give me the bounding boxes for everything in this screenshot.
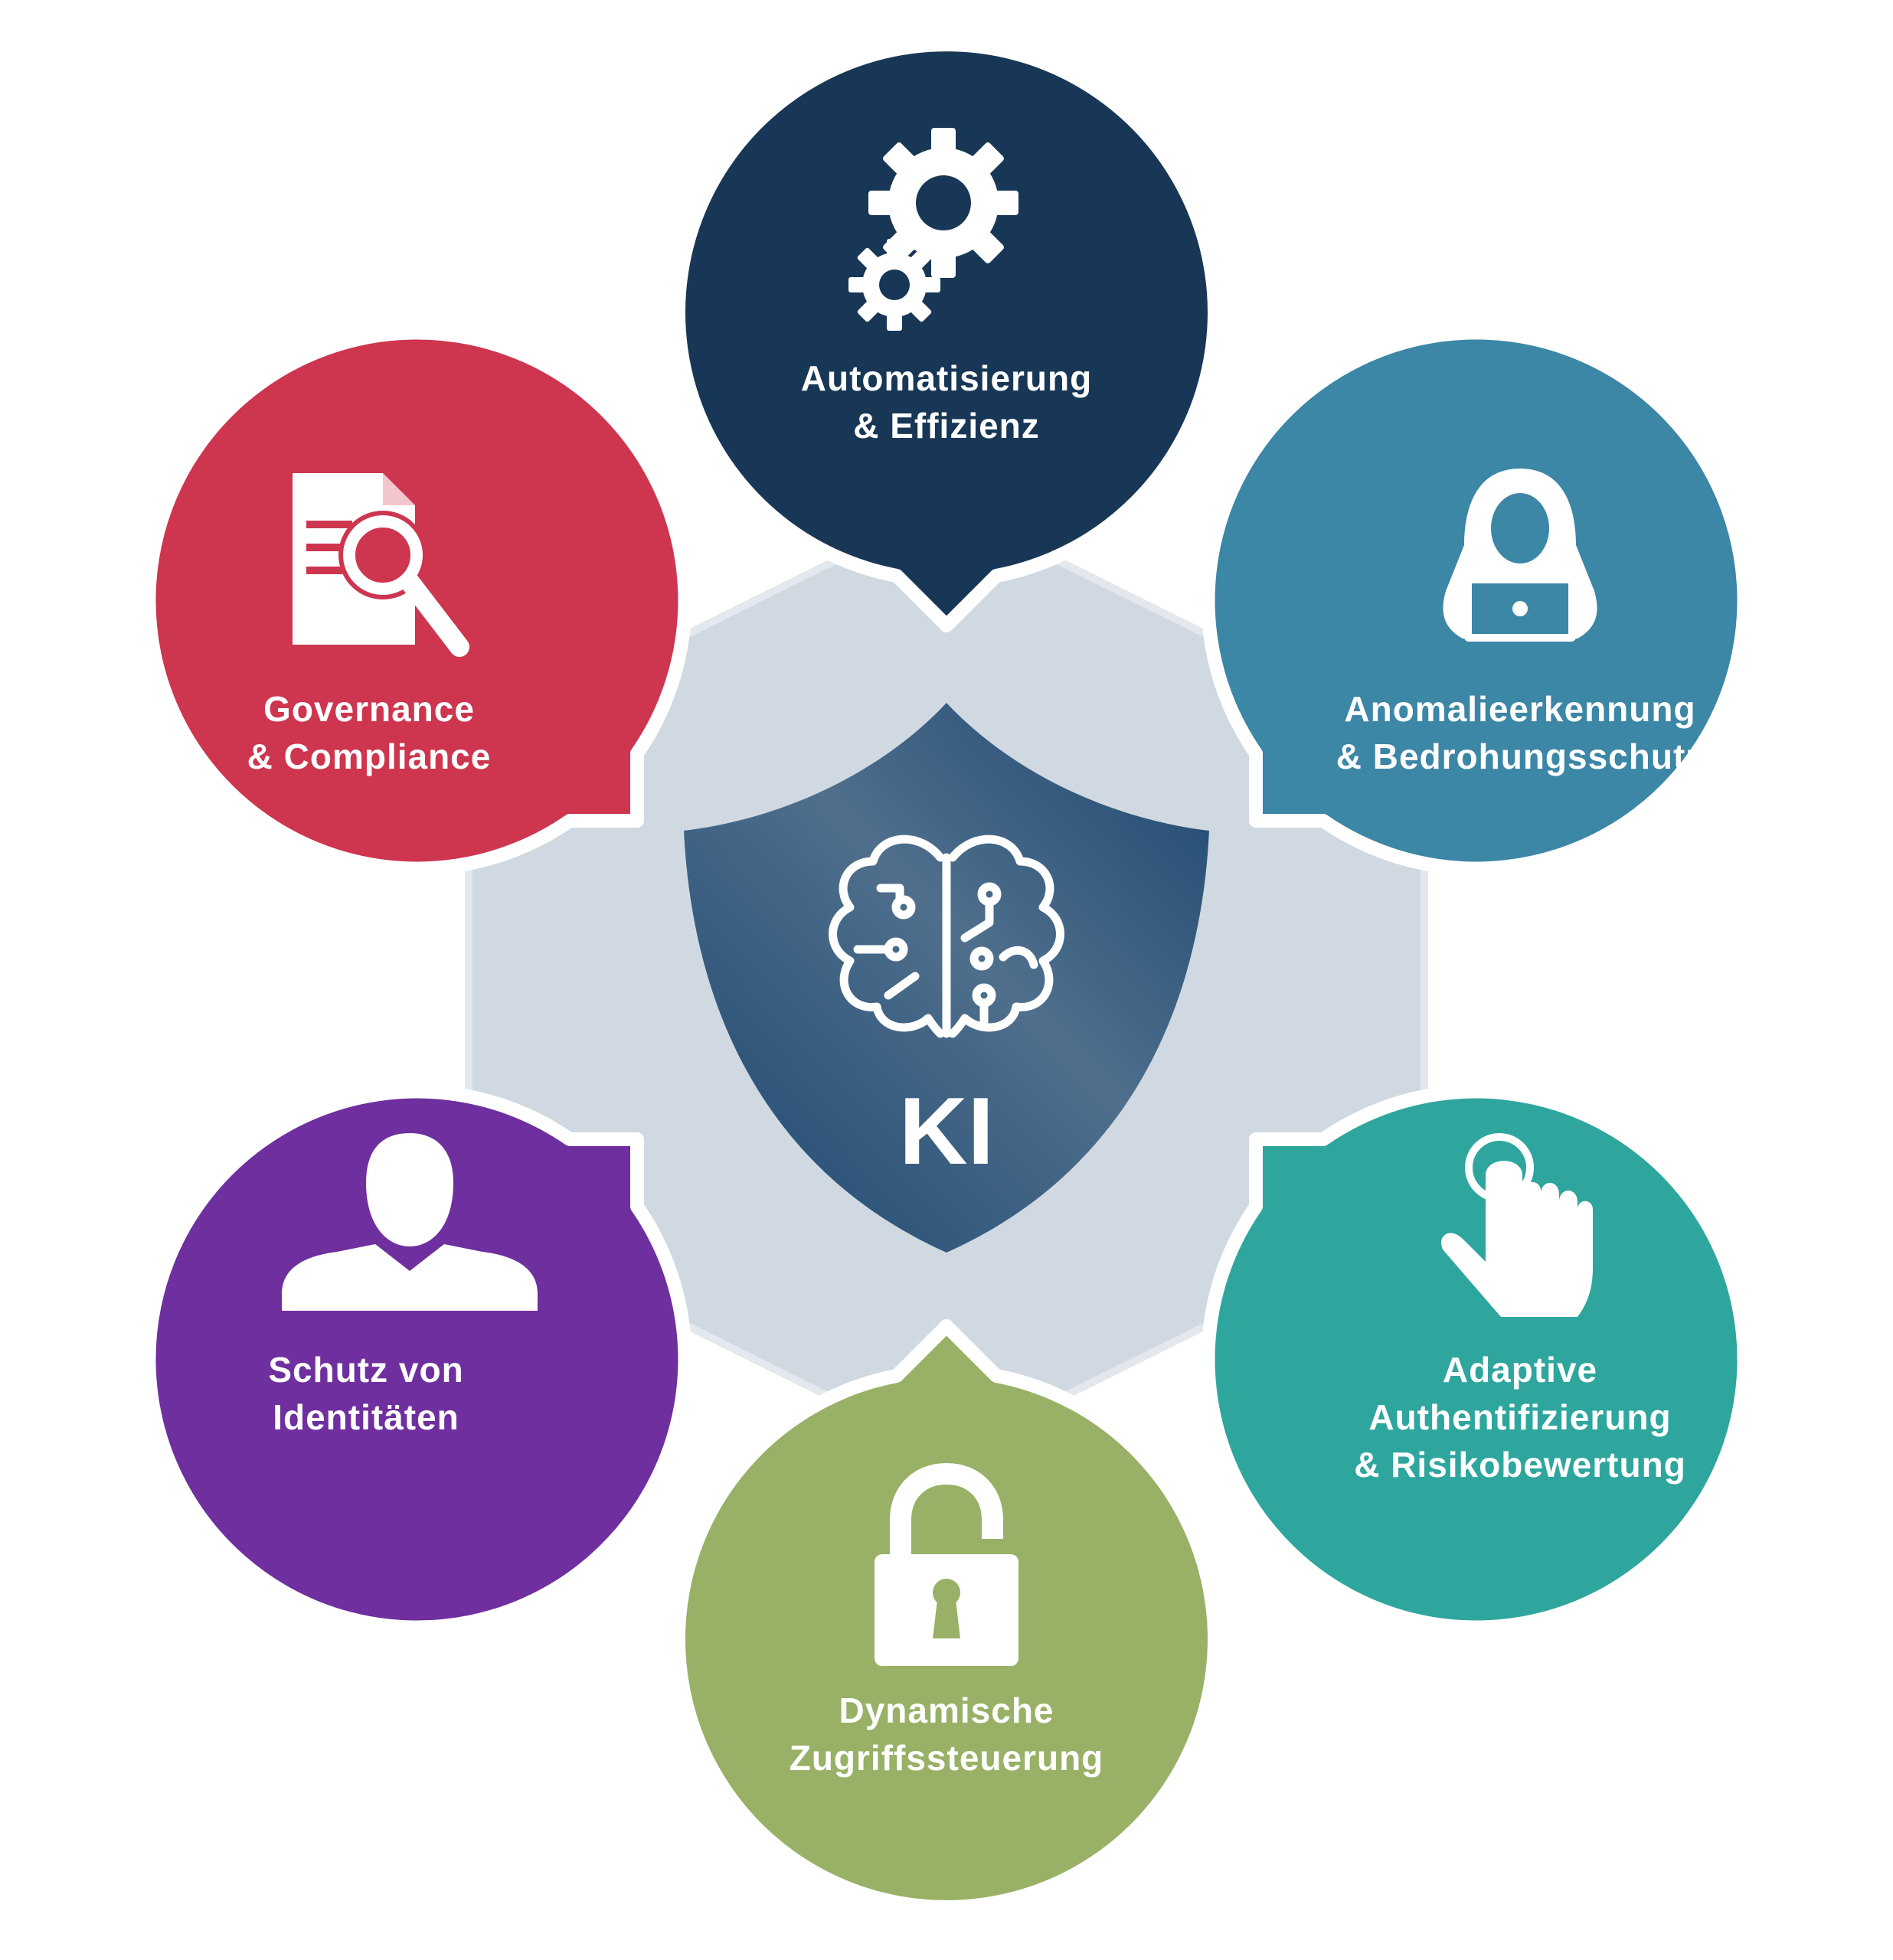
user-icon: [282, 1133, 538, 1311]
segment-adaptive-auth-label-1: Adaptive: [1443, 1350, 1597, 1390]
segment-anomaly-label-1: Anomalieerkennung: [1344, 689, 1695, 729]
segment-governance[interactable]: Governance & Compliance: [142, 325, 692, 876]
segment-adaptive-auth[interactable]: Adaptive Authentifizierung & Risikobewer…: [1201, 1084, 1751, 1635]
segment-access-control-label-1: Dynamische: [839, 1690, 1054, 1730]
segment-adaptive-auth-shape: [1201, 1084, 1751, 1635]
pointer-hand-icon: [1441, 1133, 1593, 1317]
segment-automation-label-2: & Effizienz: [853, 406, 1040, 446]
segment-adaptive-auth-label-2: Authentifizierung: [1368, 1397, 1671, 1437]
hacker-icon: [1443, 469, 1597, 642]
center-label: KI: [899, 1079, 994, 1184]
segment-governance-label-2: & Compliance: [247, 737, 492, 776]
segment-anomaly[interactable]: Anomalieerkennung & Bedrohungsschutz: [1201, 325, 1751, 876]
segment-identity[interactable]: Schutz von Identitäten: [142, 1084, 692, 1635]
segment-identity-shape: [142, 1084, 692, 1635]
segment-governance-label-1: Governance: [263, 689, 475, 729]
segment-adaptive-auth-label-3: & Risikobewertung: [1354, 1445, 1686, 1485]
segment-automation-label-1: Automatisierung: [801, 358, 1092, 398]
segment-identity-label-1: Schutz von: [268, 1350, 463, 1390]
segment-identity-label-2: Identitäten: [273, 1397, 459, 1437]
segment-access-control-label-2: Zugriffssteuerung: [790, 1738, 1104, 1778]
gears-icon: [848, 128, 1018, 331]
padlock-icon: [875, 1462, 1018, 1666]
brain-icon: [829, 835, 1064, 1038]
segment-anomaly-label-2: & Bedrohungsschutz: [1336, 737, 1705, 776]
segment-automation[interactable]: Automatisierung & Effizienz: [672, 38, 1221, 632]
document-search-icon: [293, 473, 469, 657]
segment-access-control[interactable]: Dynamische Zugriffssteuerung: [672, 1319, 1221, 1914]
segment-automation-shape: [672, 38, 1221, 632]
